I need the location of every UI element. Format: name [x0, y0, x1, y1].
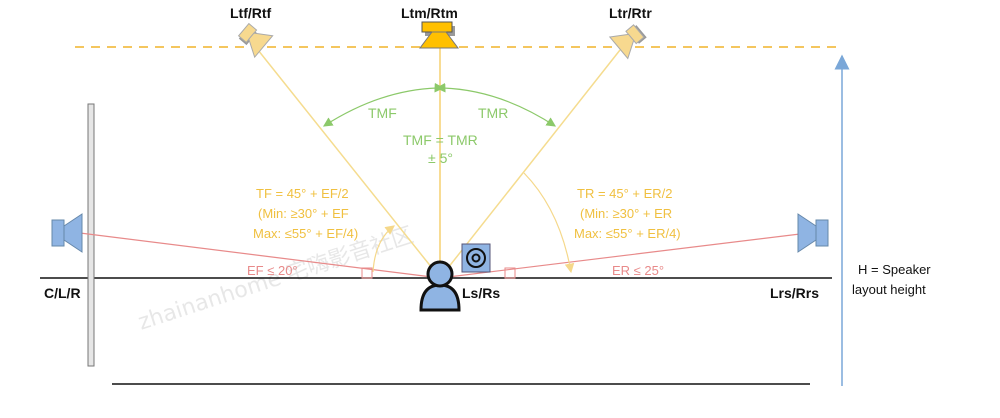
label-tr-max: Max: ≤55° + ER/4) — [574, 226, 681, 241]
label-rear-height: Ltr/Rtr — [609, 5, 652, 21]
label-middle-height: Ltm/Rtm — [401, 5, 458, 21]
front-height-speaker — [237, 22, 274, 59]
label-surround: Ls/Rs — [462, 285, 500, 301]
right-angle-mark-left — [361, 267, 373, 279]
rear-height-speaker — [608, 24, 647, 60]
ray-front-height — [257, 49, 441, 279]
label-height-2: layout height — [852, 282, 926, 297]
center-speaker — [51, 213, 83, 253]
label-tf-min: (Min: ≥30° + EF — [258, 206, 349, 221]
listener-icon — [419, 260, 461, 312]
arc-tmf — [322, 82, 446, 127]
ray-rear-surround — [439, 233, 801, 279]
arc-tmr — [434, 82, 557, 127]
arc-tf — [372, 225, 395, 273]
label-center: C/L/R — [44, 285, 81, 301]
label-ef: EF ≤ 20° — [247, 263, 298, 278]
label-rear-surround: Lrs/Rrs — [770, 285, 819, 301]
label-tmr: TMR — [478, 105, 508, 121]
arc-tr — [523, 172, 575, 274]
label-height-1: H = Speaker — [858, 262, 931, 277]
label-tf-formula: TF = 45° + EF/2 — [256, 186, 349, 201]
rear-surround-speaker — [797, 213, 829, 253]
ray-rear-height — [439, 49, 621, 279]
middle-height-speaker — [419, 21, 459, 49]
label-er: ER ≤ 25° — [612, 263, 664, 278]
label-tmf: TMF — [368, 105, 397, 121]
surround-speaker — [461, 243, 491, 273]
right-angle-mark-right — [504, 267, 516, 279]
label-tmf-equals-tmr: TMF = TMR — [403, 132, 478, 148]
label-tr-min: (Min: ≥30° + ER — [580, 206, 672, 221]
label-tf-max: Max: ≤55° + EF/4) — [253, 226, 358, 241]
label-front-height: Ltf/Rtf — [230, 5, 272, 21]
label-tolerance: ± 5° — [428, 150, 453, 166]
label-tr-formula: TR = 45° + ER/2 — [577, 186, 673, 201]
ray-center — [79, 232, 441, 279]
